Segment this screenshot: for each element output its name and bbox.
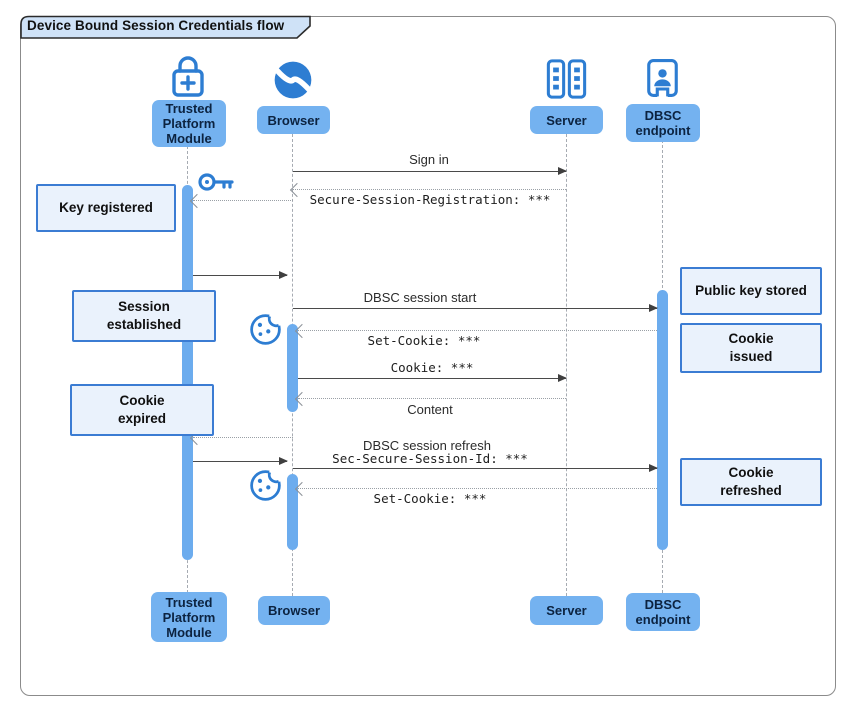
activation-browser-1 bbox=[287, 324, 298, 412]
note-session-established: Session established bbox=[72, 290, 216, 342]
arrow-secure-session-registration bbox=[293, 189, 566, 190]
arrow-set-cookie-1 bbox=[298, 330, 657, 331]
note-key-registered: Key registered bbox=[36, 184, 176, 232]
globe-icon bbox=[274, 61, 312, 99]
person-badge-icon bbox=[647, 59, 678, 98]
title-tab bbox=[20, 15, 311, 39]
label-secure-session-registration: Secure-Session-Registration: *** bbox=[309, 192, 551, 207]
label-content: Content bbox=[407, 402, 453, 417]
server-racks-icon bbox=[546, 59, 587, 99]
arrow-dbsc-session-refresh bbox=[293, 463, 658, 472]
activation-tpm bbox=[182, 185, 193, 560]
actor-top-tpm: Trusted Platform Module bbox=[152, 100, 226, 147]
label-sign-in: Sign in bbox=[409, 152, 449, 167]
actor-bottom-browser: Browser bbox=[258, 596, 330, 625]
key-icon bbox=[198, 173, 234, 191]
actor-bottom-server: Server bbox=[530, 596, 603, 625]
cookie-icon bbox=[250, 467, 284, 501]
actor-top-server: Server bbox=[530, 106, 603, 134]
arrow-cookie bbox=[298, 373, 567, 382]
arrow-sign-in bbox=[293, 166, 567, 175]
diagram-title: Device Bound Session Credentials flow bbox=[27, 18, 285, 33]
note-cookie-refreshed: Cookie refreshed bbox=[680, 458, 822, 506]
activation-dbsc bbox=[657, 290, 668, 550]
actor-top-browser: Browser bbox=[257, 106, 330, 134]
label-cookie: Cookie: *** bbox=[390, 360, 474, 375]
label-dbsc-session-refresh: DBSC session refresh bbox=[363, 438, 491, 453]
arrow-register-key bbox=[193, 200, 293, 201]
note-cookie-issued: Cookie issued bbox=[680, 323, 822, 373]
label-sec-secure-session-id: Sec-Secure-Session-Id: *** bbox=[332, 451, 528, 466]
label-dbsc-session-start: DBSC session start bbox=[363, 290, 477, 305]
actor-bottom-dbsc: DBSC endpoint bbox=[626, 593, 700, 631]
lifeline-server bbox=[566, 134, 567, 596]
label-set-cookie-2: Set-Cookie: *** bbox=[373, 491, 487, 506]
actor-bottom-tpm: Trusted Platform Module bbox=[151, 592, 227, 642]
arrow-set-cookie-2 bbox=[298, 488, 657, 489]
note-cookie-expired: Cookie expired bbox=[70, 384, 214, 436]
cookie-icon bbox=[250, 311, 284, 345]
note-public-key-stored: Public key stored bbox=[680, 267, 822, 315]
diagram-frame bbox=[20, 16, 836, 696]
arrow-signed-reply bbox=[193, 456, 288, 465]
arrow-content bbox=[298, 398, 566, 399]
actor-top-dbsc: DBSC endpoint bbox=[626, 104, 700, 142]
arrow-dbsc-session-start bbox=[293, 303, 658, 312]
arrow-key-registered-reply bbox=[193, 270, 288, 279]
activation-browser-2 bbox=[287, 474, 298, 550]
label-set-cookie-1: Set-Cookie: *** bbox=[367, 333, 481, 348]
arrow-sign-challenge bbox=[193, 437, 293, 438]
lock-plus-icon bbox=[172, 56, 204, 97]
